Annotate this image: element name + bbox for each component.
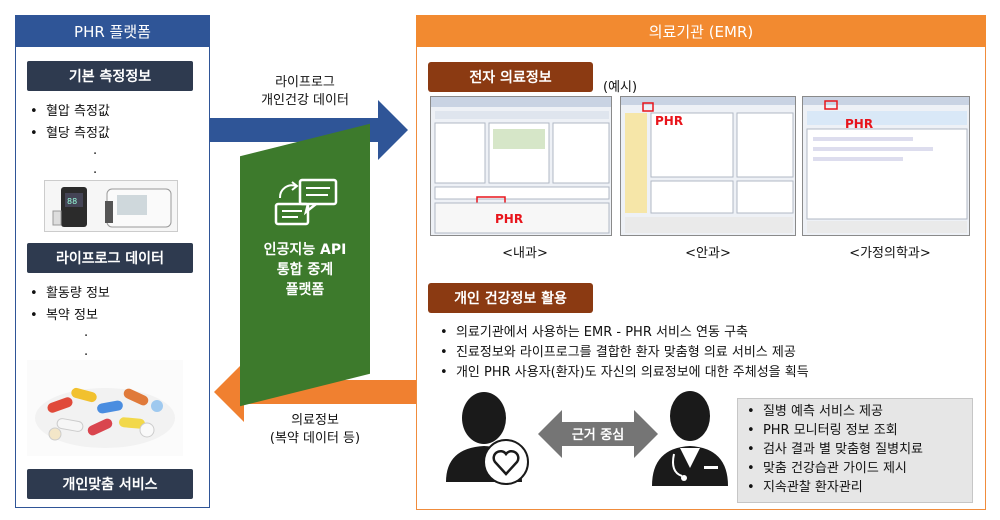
emr-screen-internal [430,96,612,236]
evidence-based-label: 근거 중심 [571,428,625,443]
arrow-left-icon [214,362,416,422]
measurement-devices-image: 88 [44,180,178,232]
double-arrow-icon [538,410,658,458]
services-box [737,398,973,503]
emr-screen-ophthalmology [620,96,796,236]
ellipsis-dot: . [84,344,89,359]
pills-icon [35,387,175,448]
electronic-record-label: 전자 의료정보 [428,62,593,92]
phr-tag: PHR [655,114,684,128]
lifelog-list: • 활동량 정보 • 복약 정보 [30,283,200,327]
patient-icon [446,392,529,485]
basic-measurement-list: • 혈압 측정값 • 혈당 측정값 [30,101,200,145]
svg-text:88: 88 [67,197,77,206]
personal-service-label: 개인맞춤 서비스 [27,469,193,499]
list-item: • 진료정보와 라이프로그를 결합한 환자 맞춤형 의료 서비스 제공 [440,345,796,360]
list-item: • 활동량 정보 [30,286,110,301]
emr-screen-family-medicine [802,96,970,236]
list-item: • 지속관찰 환자관리 [747,480,863,495]
lifelog-data-label: 라이프로그 데이터 [27,243,193,273]
list-item: • PHR 모니터링 정보 조회 [747,423,898,438]
chat-bubbles-icon [274,178,338,226]
phr-panel-title: PHR 플랫폼 [15,15,210,47]
arrow-to-emr-label: 라이프로그 개인건강 데이터 [261,75,349,108]
list-item: • 개인 PHR 사용자(환자)도 자신의 의료정보에 대한 주체성을 획득 [440,365,809,380]
pills-image [27,360,183,456]
list-item: • 복약 정보 [30,308,98,323]
screen-caption: <가정의학과> [849,246,931,261]
usage-list: • 의료기관에서 사용하는 EMR - PHR 서비스 연동 구축 • 진료정보… [440,323,980,383]
phr-tag: PHR [495,212,524,226]
basic-measurement-label: 기본 측정정보 [27,61,193,91]
platform-title: 인공지능 API 통합 중계 플랫폼 [263,242,347,298]
list-item: • 혈압 측정값 [30,104,110,119]
health-info-usage-label: 개인 건강정보 활용 [428,283,593,313]
arrow-to-phr-label: 의료정보 (복약 데이터 등) [269,413,361,446]
arrow-right-icon [210,100,408,160]
list-item: • 맞춤 건강습관 가이드 제시 [747,461,907,476]
screen-caption: <안과> [685,246,731,261]
list-item: • 의료기관에서 사용하는 EMR - PHR 서비스 연동 구축 [440,325,748,340]
phr-tag: PHR [845,117,874,131]
list-item: • 검사 결과 별 맞춤형 질병치료 [747,442,923,457]
ellipsis-dot: . [93,162,98,177]
services-list: • 질병 예측 서비스 제공 • PHR 모니터링 정보 조회 • 검사 결과 … [747,402,973,497]
devices-icon: 88 [52,187,172,228]
ellipsis-dot: . [84,325,89,340]
ellipsis-dot: . [93,143,98,158]
doctor-icon [652,391,728,486]
example-note: (예시) [603,80,638,95]
list-item: • 혈당 측정값 [30,126,110,141]
emr-panel-title: 의료기관 (EMR) [416,15,986,47]
screen-caption: <내과> [502,246,548,261]
list-item: • 질병 예측 서비스 제공 [747,404,883,419]
